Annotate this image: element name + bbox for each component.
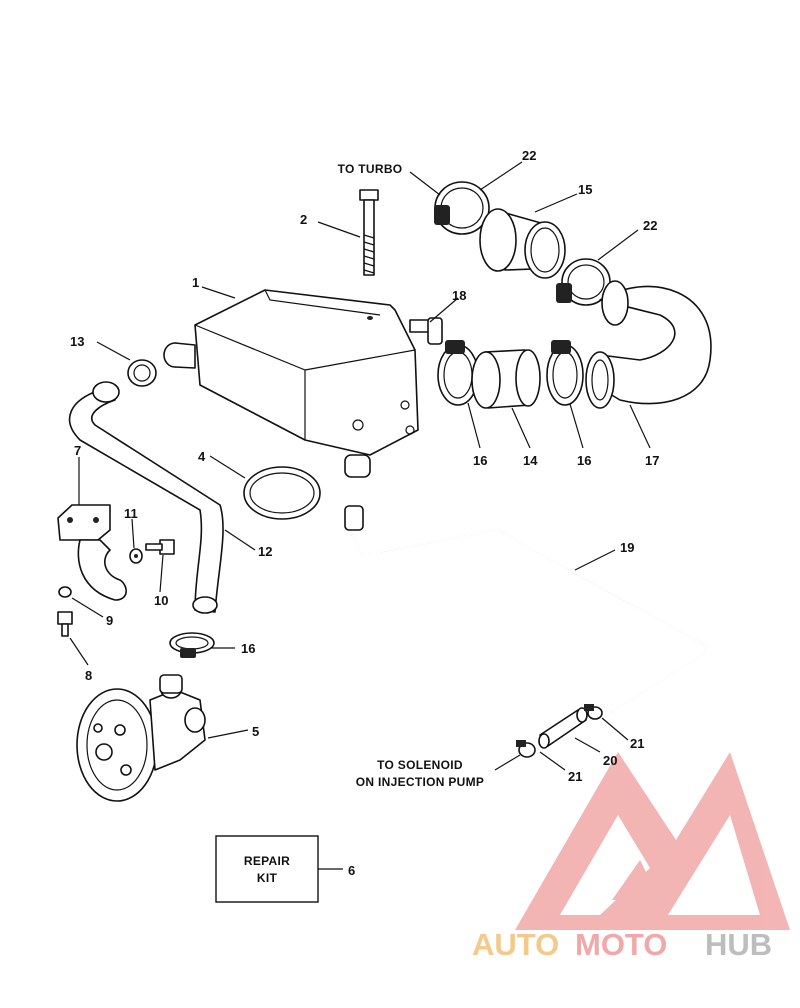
repair-kit-box: REPAIR KIT [215,835,319,903]
sleeve-part [471,349,541,409]
callout-1: 1 [192,275,199,290]
watermark-logo [515,752,790,930]
hose-clamp-part [434,181,490,235]
callout-18: 18 [452,288,466,303]
callout-15: 15 [578,182,592,197]
watermark-wordmark: AUTO MOTO HUB [472,927,772,962]
to-solenoid-label-line1: TO SOLENOID [377,758,463,772]
callout-19: 19 [620,540,634,555]
callout-4: 4 [198,449,206,464]
leader-lines [69,161,651,870]
callout-5: 5 [252,724,259,739]
callout-11: 11 [124,506,138,521]
bolt-part [145,539,175,555]
hose-part [538,707,588,749]
callout-16b: 16 [577,453,591,468]
callout-2: 2 [300,212,307,227]
washer-part [58,586,72,598]
callout-8: 8 [85,668,92,683]
callout-16c: 16 [241,641,255,656]
fitting-part [409,317,443,345]
callout-21a: 21 [630,736,644,751]
bolt-part [57,611,73,637]
watermark-text-moto: MOTO [575,927,667,962]
callout-21b: 21 [568,769,582,784]
tube-part [344,505,708,713]
callout-17: 17 [645,453,659,468]
callout-numbers: 1 2 4 5 6 7 8 9 10 11 12 13 14 15 16 16 … [70,148,659,878]
bolt-part [359,189,379,276]
hose-clamp-part [556,258,611,306]
hose-part [68,381,224,614]
watermark-text-auto: AUTO [472,927,559,962]
repair-kit-label-line1: REPAIR [244,854,290,868]
callout-14: 14 [523,453,538,468]
hose-clamp-part [546,340,584,406]
callout-20: 20 [603,753,617,768]
callout-12: 12 [258,544,272,559]
callout-22b: 22 [643,218,657,233]
bracket-part [57,504,127,601]
callout-16a: 16 [473,453,487,468]
sleeve-part [479,208,566,279]
watermark-text-hub: HUB [705,927,772,962]
intercooler-part [163,289,419,478]
to-solenoid-label-line2: ON INJECTION PUMP [356,775,484,789]
to-turbo-label: TO TURBO [338,162,403,176]
callout-13: 13 [70,334,84,349]
callout-10: 10 [154,593,168,608]
callout-22a: 22 [522,148,536,163]
hose-clamp-part [169,632,215,658]
hose-clamp-part [127,359,157,387]
elbow-hose-part [585,280,712,409]
washer-part [129,548,143,564]
hose-clamp-part [516,740,536,758]
pump-part [76,674,206,802]
callout-7: 7 [74,443,81,458]
repair-kit-label-line2: KIT [257,871,278,885]
o-ring-part [243,466,321,520]
callout-9: 9 [106,613,113,628]
callout-6: 6 [348,863,355,878]
hose-clamp-part [584,704,603,720]
